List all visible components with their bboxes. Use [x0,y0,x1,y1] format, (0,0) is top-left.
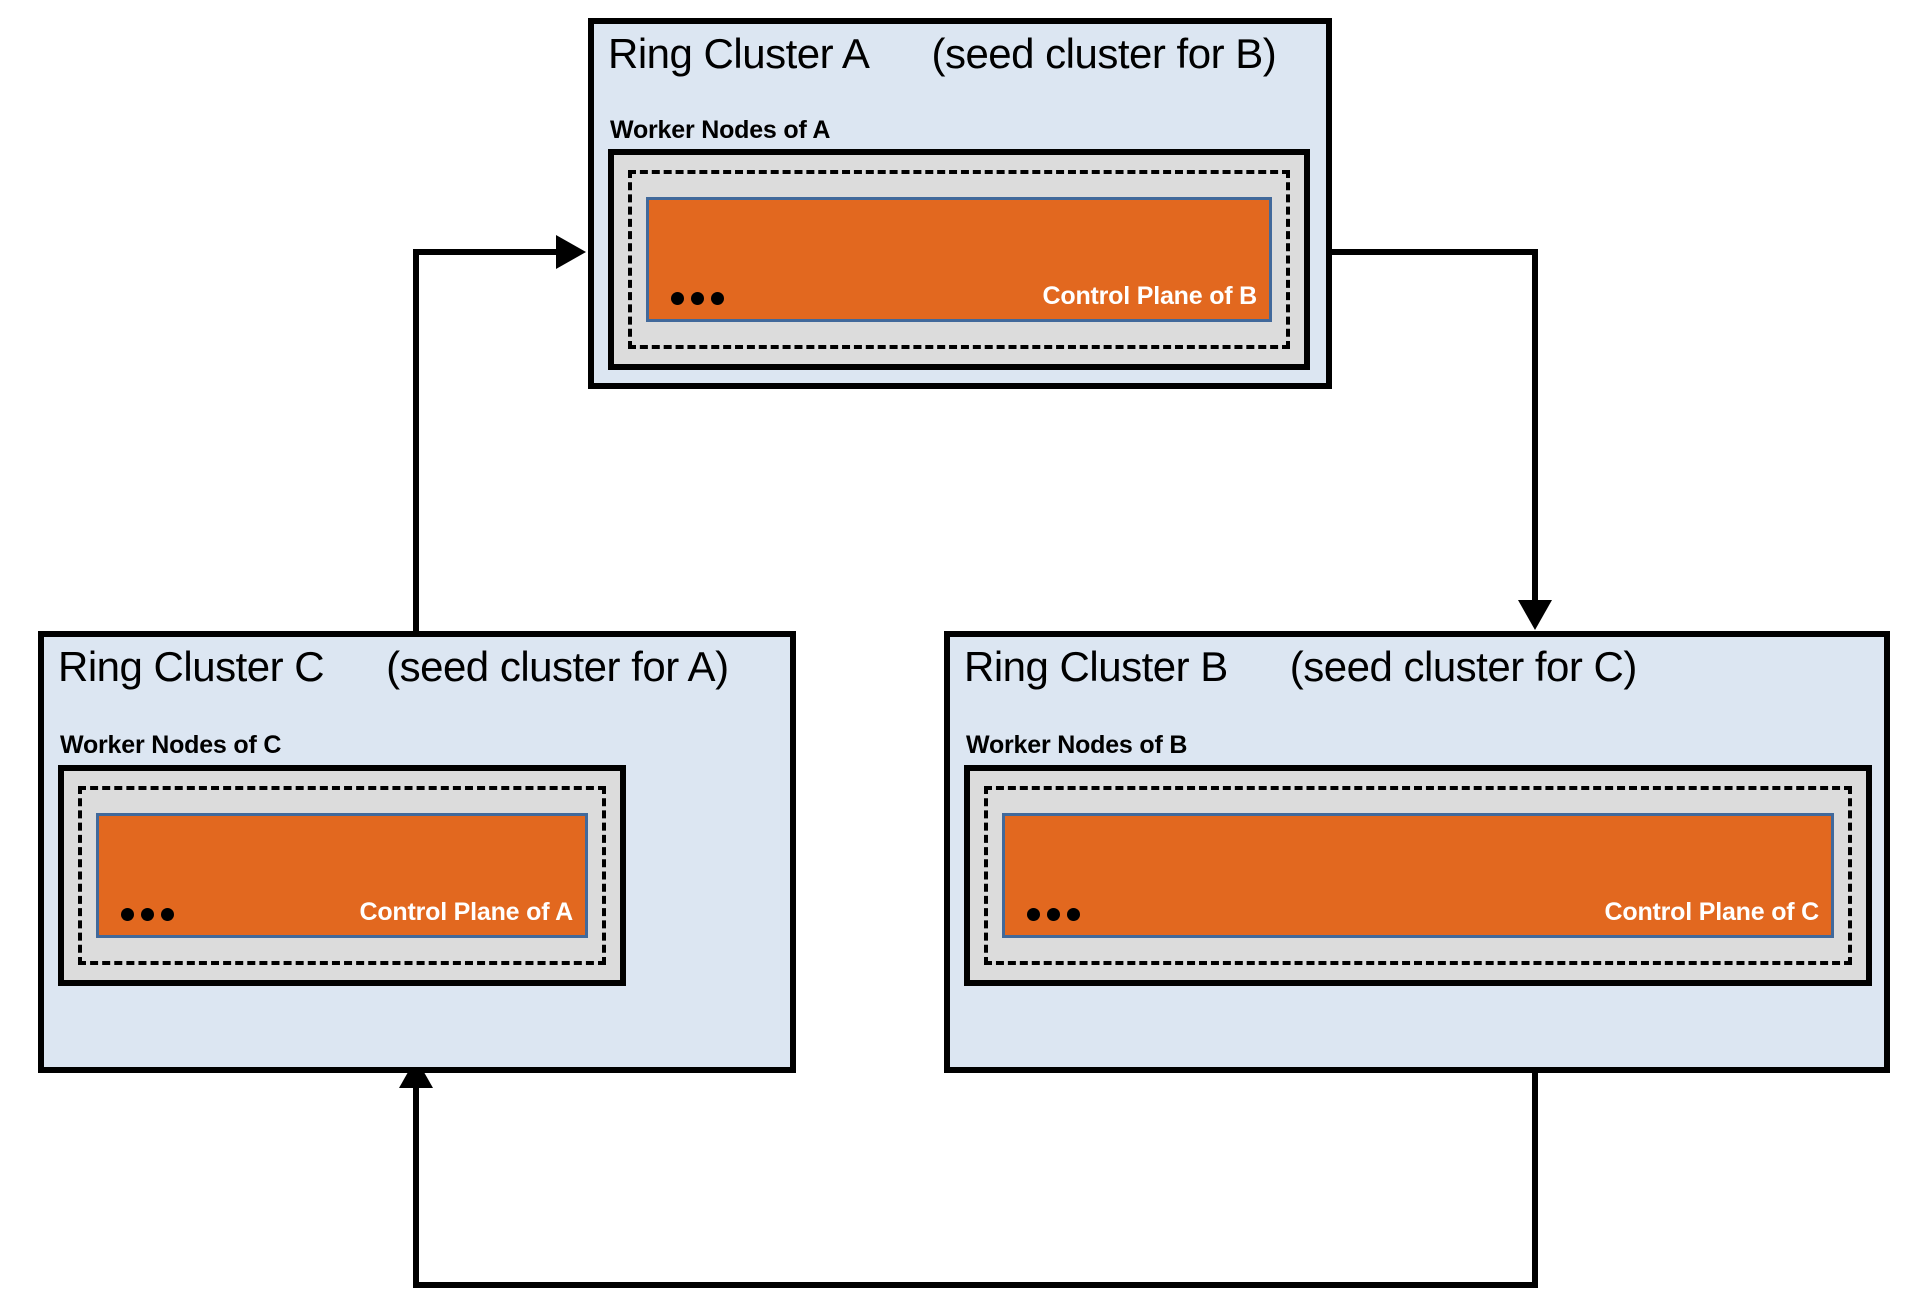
cluster-c-node-group-dashed-boundary [78,786,606,965]
cluster-b-title: Ring Cluster B (seed cluster for C) [964,643,1637,691]
connector-c-to-a-vertical [413,252,419,797]
cluster-a-seed-note: (seed cluster for B) [931,30,1277,77]
cluster-b-name: Ring Cluster B [964,643,1228,690]
cluster-b-worker-nodes-box: Control Plane of C [964,765,1872,986]
connector-b-to-c-horizontal [413,1282,1538,1288]
cluster-b-worker-label: Worker Nodes of B [966,731,1188,759]
cluster-c-title: Ring Cluster C (seed cluster for A) [58,643,729,691]
connector-a-to-b-vertical [1532,249,1538,609]
cluster-a-name: Ring Cluster A [608,30,870,77]
arrowhead-a-to-b-icon [1518,600,1552,630]
ring-cluster-c[interactable]: Ring Cluster C (seed cluster for A) Worke… [38,631,796,1073]
connector-a-to-b-horizontal [1332,249,1538,255]
arrowhead-c-to-a-icon [556,235,586,269]
cluster-b-node-group-dashed-boundary [984,786,1852,965]
cluster-c-name: Ring Cluster C [58,643,325,690]
cluster-c-control-plane-label: Control Plane of A [359,898,573,926]
cluster-b-seed-note: (seed cluster for C) [1289,643,1638,690]
cluster-c-control-plane-box: Control Plane of A [96,813,588,938]
connector-b-to-c-vertical-right [1532,1070,1538,1285]
cluster-c-worker-nodes-box: Control Plane of A [58,765,626,986]
cluster-a-worker-label: Worker Nodes of A [610,116,831,144]
cluster-b-control-plane-label: Control Plane of C [1604,898,1820,926]
cluster-b-control-plane-box: Control Plane of C [1002,813,1834,938]
cluster-a-node-group-dashed-boundary [628,170,1290,349]
cluster-a-title: Ring Cluster A (seed cluster for B) [608,30,1277,78]
ring-cluster-b[interactable]: Ring Cluster B (seed cluster for C) Worke… [944,631,1890,1073]
cluster-b-ellipsis-dots-icon [1027,908,1080,921]
cluster-a-worker-nodes-box: Control Plane of B [608,149,1310,370]
cluster-a-control-plane-box: Control Plane of B [646,197,1272,322]
connector-c-to-a-horizontal [413,249,563,255]
cluster-c-seed-note: (seed cluster for A) [386,643,729,690]
ring-cluster-a[interactable]: Ring Cluster A (seed cluster for B) Worke… [588,18,1332,389]
cluster-a-control-plane-label: Control Plane of B [1042,282,1258,310]
cluster-c-worker-label: Worker Nodes of C [60,731,282,759]
cluster-a-ellipsis-dots-icon [671,292,724,305]
connector-b-to-c-vertical-left [413,1085,419,1285]
cluster-c-ellipsis-dots-icon [121,908,174,921]
